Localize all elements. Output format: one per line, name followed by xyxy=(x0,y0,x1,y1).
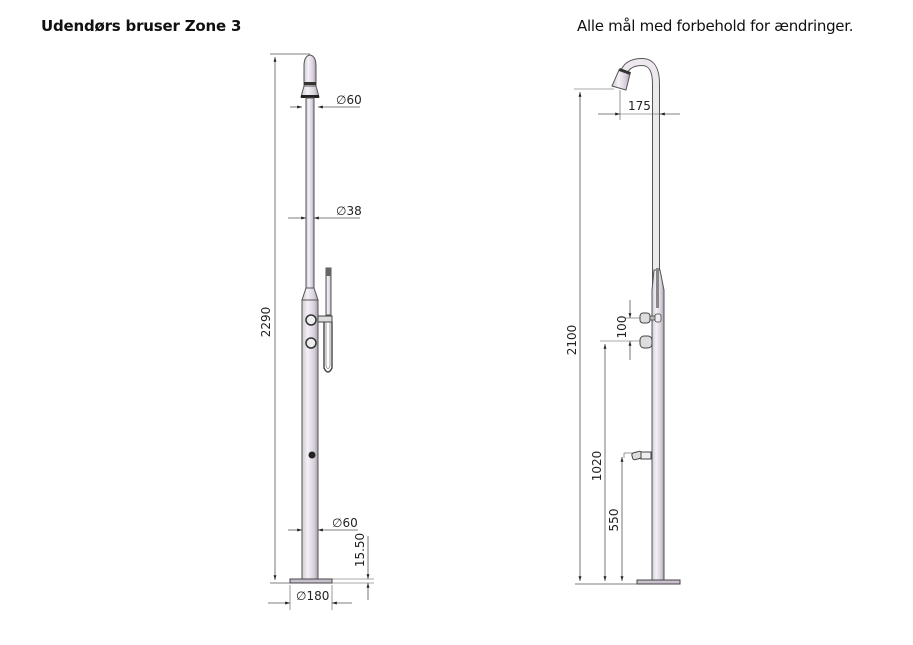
hand-shower-icon xyxy=(317,267,333,373)
side-view: 175 2100 100 1020 550 xyxy=(565,57,681,585)
base-plate-side xyxy=(636,579,681,585)
dim-foot-tap-height: 550 xyxy=(607,509,621,532)
shower-head-icon xyxy=(300,54,320,98)
disclaimer-text: Alle mål med forbehold for ændringer. xyxy=(577,17,854,35)
base-plate xyxy=(289,578,333,584)
gooseneck-pipe xyxy=(620,57,660,560)
dim-valve-height: 1020 xyxy=(590,451,604,482)
shower-head-side-icon xyxy=(611,68,631,91)
dim-total-height: 2290 xyxy=(259,307,273,338)
upper-pipe xyxy=(305,97,315,289)
foot-tap-side-icon xyxy=(631,450,652,461)
drawing-title: Udendørs bruser Zone 3 xyxy=(41,17,242,35)
dim-head-projection: 175 xyxy=(628,99,651,113)
valve-knob-upper xyxy=(305,314,317,326)
front-view: 2290 ∅60 ∅38 ∅60 15.50 ∅180 xyxy=(259,53,374,610)
foot-tap-icon xyxy=(308,451,316,459)
valve-knob-lower xyxy=(305,337,317,349)
dim-base-diameter: ∅180 xyxy=(296,589,329,603)
dim-base-height: 15.50 xyxy=(353,533,367,567)
dim-lower-diameter: ∅60 xyxy=(332,516,358,530)
valve-side-lower-icon xyxy=(639,335,653,349)
dim-valve-spacing: 100 xyxy=(615,316,629,339)
dim-head-height: 2100 xyxy=(565,325,579,356)
dim-pipe-diameter: ∅38 xyxy=(336,204,362,218)
dim-head-diameter: ∅60 xyxy=(336,93,362,107)
valve-side-upper-icon xyxy=(639,312,662,324)
